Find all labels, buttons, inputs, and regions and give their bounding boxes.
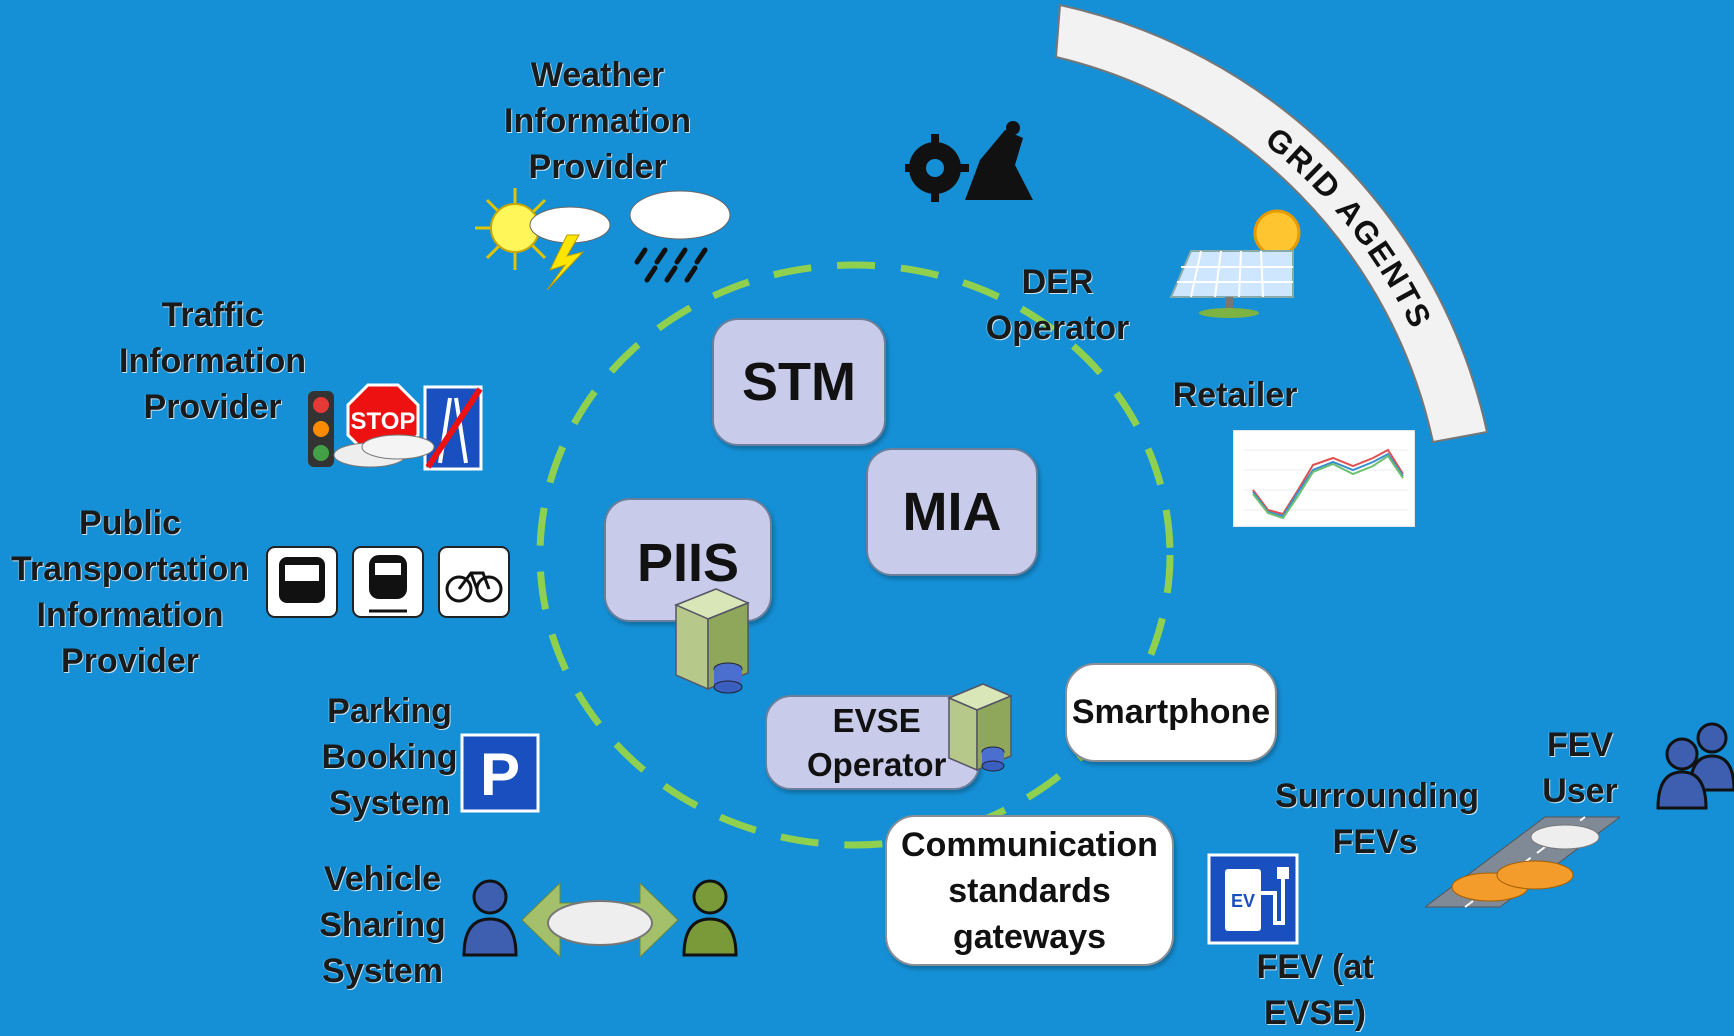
user-icon-left — [462, 879, 518, 957]
surrounding-fevs-icon — [1425, 816, 1620, 908]
solar-panel-icon — [1169, 209, 1301, 318]
bicycle-icon — [445, 571, 503, 603]
fev-user-icon — [1656, 722, 1734, 810]
parking-sign-icon: P — [460, 733, 540, 813]
vehicle-sharing-icon — [462, 879, 738, 959]
evse-operator-box[interactable]: EVSE Operator — [765, 695, 980, 790]
evse-server-icon — [947, 683, 1013, 772]
parking-label: Parking Booking System — [321, 692, 458, 822]
transport-icons — [266, 546, 510, 618]
der-operator-label: DER Operator — [985, 263, 1130, 347]
parking-sign-text: P — [480, 741, 520, 808]
ev-charger-text: EV — [1231, 891, 1255, 911]
user-icon-right — [682, 879, 738, 957]
ev-charger-icon: EV — [1207, 853, 1299, 945]
retailer-label: Retailer — [1172, 376, 1298, 414]
fev-user-label: FEV User — [1542, 726, 1618, 810]
stop-sign-text: STOP — [351, 408, 416, 435]
traffic-provider-label: Traffic Information Provider — [119, 296, 306, 426]
surrounding-fevs-label: Surrounding FEVs — [1275, 777, 1479, 861]
weather-provider-label: Weather Information Provider — [504, 56, 691, 186]
stm-box[interactable]: STM — [712, 318, 886, 446]
gateways-box[interactable]: Communication standards gateways — [885, 815, 1174, 966]
mia-box[interactable]: MIA — [866, 448, 1038, 576]
weather-icon — [475, 188, 731, 290]
retailer-chart-icon — [1233, 430, 1415, 527]
dashed-ring — [536, 261, 1174, 849]
smartphone-box[interactable]: Smartphone — [1065, 663, 1277, 762]
server-icon — [674, 588, 750, 694]
gear-worker-icon — [905, 121, 1033, 202]
traffic-icon: STOP — [308, 383, 483, 471]
public-transport-label: Public Transportation Information Provid… — [10, 504, 250, 680]
vehicle-sharing-label: Vehicle Sharing System — [319, 860, 446, 990]
fev-at-evse-label: FEV (at EVSE) — [1256, 948, 1374, 1032]
train-icon — [369, 555, 407, 599]
